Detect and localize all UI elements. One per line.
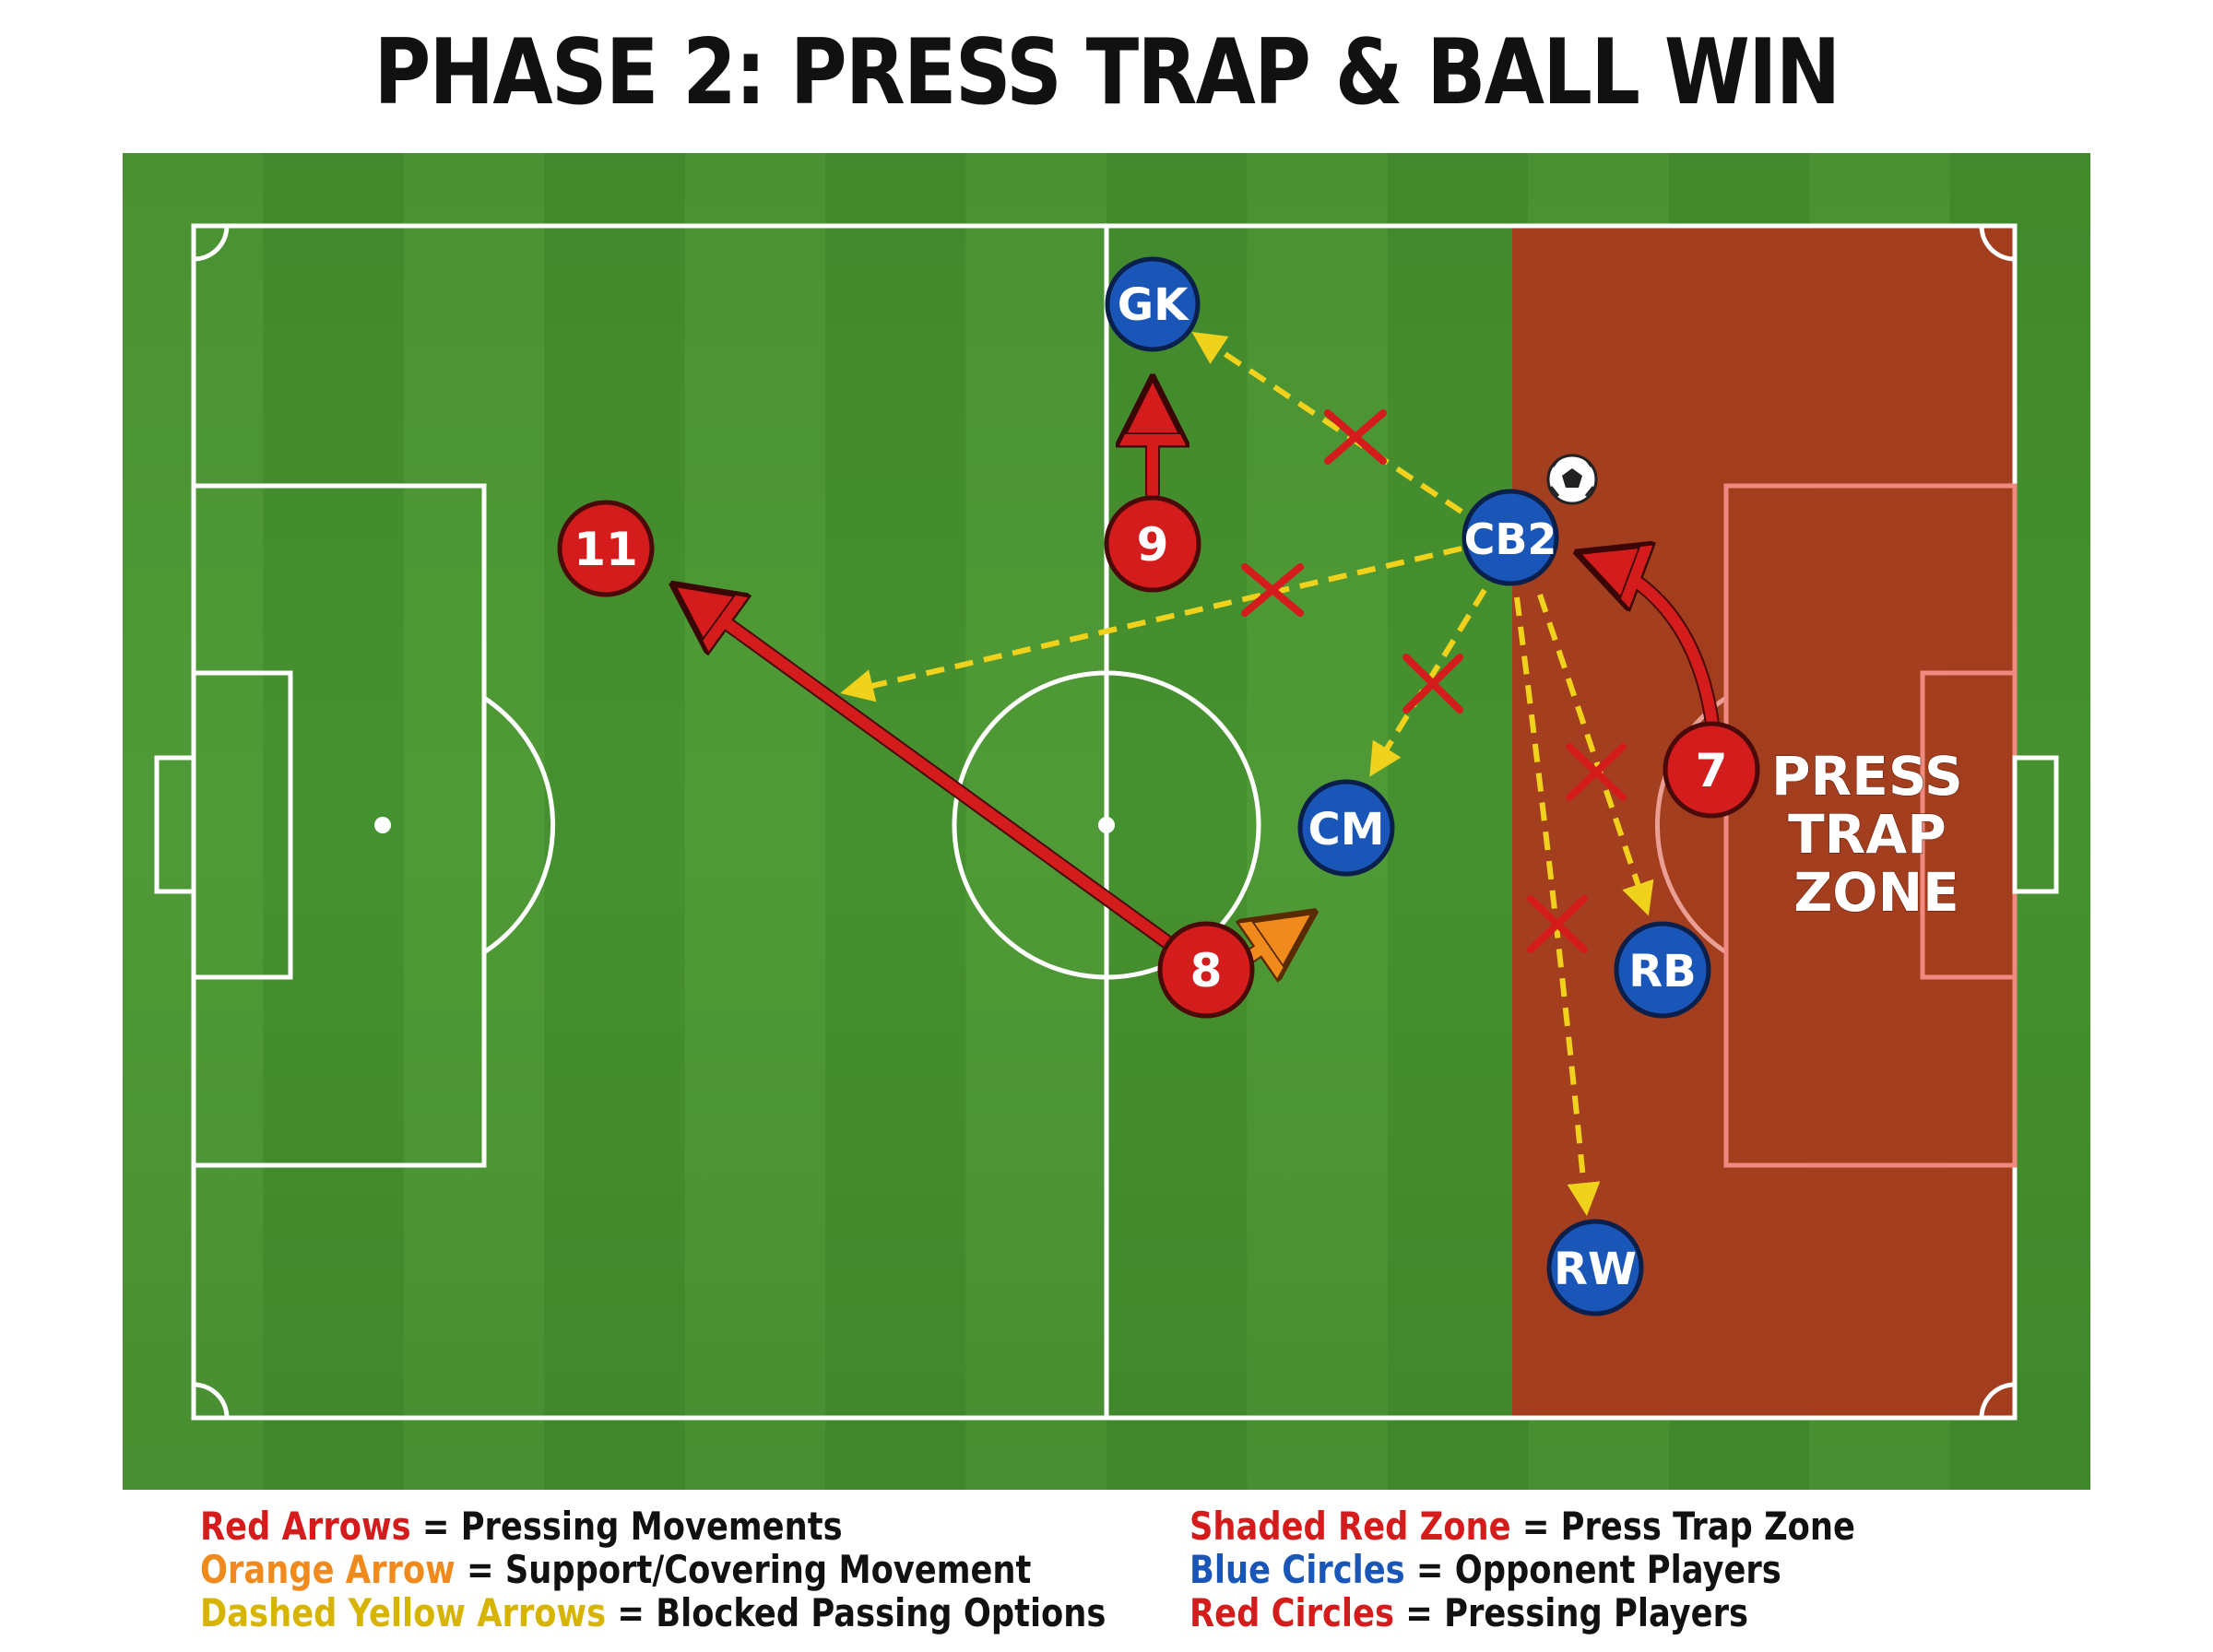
player-gk-label: GK: [1118, 279, 1189, 331]
corner-arc-bl: [193, 1382, 230, 1419]
left-penalty-arc: [482, 695, 555, 955]
legend-desc: = Blocked Passing Options: [606, 1590, 1106, 1635]
legend-left: Red Arrows = Pressing Movements Orange A…: [200, 1504, 1106, 1634]
left-penalty-spot: [374, 817, 391, 833]
player-11-label: 11: [574, 523, 638, 576]
player-11[interactable]: 11: [557, 500, 655, 597]
legend-key: Red Circles: [1189, 1590, 1394, 1635]
player-cb2[interactable]: CB2: [1462, 489, 1559, 586]
player-8-label: 8: [1190, 944, 1223, 997]
ball-icon: [1546, 454, 1598, 505]
support-movement: [1247, 922, 1300, 959]
player-rb-label: RB: [1628, 946, 1697, 997]
diagram-title: PHASE 2: PRESS TRAP & BALL WIN: [373, 20, 1840, 125]
corner-arc-tl: [193, 225, 230, 262]
legend-blue-circles: Blue Circles = Opponent Players: [1189, 1548, 1855, 1591]
pressing-movements: [687, 395, 1721, 952]
corner-arc-br: [1979, 1382, 2016, 1419]
player-8[interactable]: 8: [1157, 921, 1255, 1019]
legend-desc: = Opponent Players: [1404, 1547, 1781, 1592]
player-7-label: 7: [1696, 744, 1728, 797]
pitch: [123, 153, 2090, 1490]
corner-arc-tr: [1979, 225, 2016, 262]
player-cb2-label: CB2: [1464, 514, 1557, 564]
right-goal: [2012, 755, 2059, 894]
player-7[interactable]: 7: [1663, 721, 1760, 819]
press-trap-zone: [1512, 226, 2015, 1418]
player-gk[interactable]: GK: [1105, 256, 1201, 352]
legend-desc: = Press Trap Zone: [1510, 1504, 1855, 1549]
press-trap-zone-label: PRESS TRAP ZONE: [1771, 745, 1982, 924]
blocked-marks: [1241, 409, 1627, 953]
player-9[interactable]: 9: [1104, 495, 1201, 593]
blocked-pass-to-gk: [1191, 332, 1463, 514]
blocked-pass-to-rw: [1514, 596, 1601, 1216]
blocked-pass-to-left: [840, 546, 1462, 702]
zone-label-line-2: TRAP: [1788, 803, 1947, 866]
zone-markings: [1723, 483, 2059, 1168]
player-cm[interactable]: CM: [1297, 779, 1395, 877]
press-run-7-to-cb2: [1593, 559, 1721, 738]
legend-red-arrows: Red Arrows = Pressing Movements: [200, 1504, 1106, 1548]
blocked-x-icon: [1241, 563, 1304, 617]
legend-key: Shaded Red Zone: [1189, 1504, 1511, 1549]
centre-circle: [952, 670, 1261, 980]
blocked-x-icon: [1402, 654, 1463, 714]
player-rb[interactable]: RB: [1614, 921, 1711, 1019]
legend-key: Orange Arrow: [200, 1547, 456, 1592]
legend-desc: = Pressing Players: [1393, 1590, 1749, 1635]
opponent-players: GK CB2 CM RB RW: [1105, 256, 1711, 1316]
legend-key: Dashed Yellow Arrows: [200, 1590, 607, 1635]
centre-spot: [1098, 817, 1115, 833]
legend-red-zone: Shaded Red Zone = Press Trap Zone: [1189, 1504, 1855, 1548]
blocked-x-icon: [1566, 743, 1627, 801]
legend-desc: = Pressing Movements: [410, 1504, 843, 1549]
legend-yellow-arrows: Dashed Yellow Arrows = Blocked Passing O…: [200, 1591, 1106, 1634]
pressing-players: 11 9 8 7: [557, 495, 1760, 1019]
legend-right: Shaded Red Zone = Press Trap Zone Blue C…: [1189, 1504, 1855, 1634]
legend-red-circles: Red Circles = Pressing Players: [1189, 1591, 1855, 1634]
blocked-x-icon: [1527, 895, 1588, 953]
player-rw[interactable]: RW: [1546, 1219, 1644, 1316]
legend-desc: = Support/Covering Movement: [455, 1547, 1032, 1592]
legend-key: Blue Circles: [1189, 1547, 1405, 1592]
player-cm-label: CM: [1308, 804, 1385, 856]
legend-orange-arrow: Orange Arrow = Support/Covering Movement: [200, 1548, 1106, 1591]
left-goal: [154, 755, 196, 894]
player-rw-label: RW: [1554, 1244, 1637, 1295]
player-9-label: 9: [1137, 518, 1169, 572]
press-run-8-to-11: [687, 595, 1178, 952]
blocked-x-icon: [1324, 409, 1387, 465]
zone-label-line-3: ZONE: [1793, 861, 1959, 924]
blocked-pass-to-rb: [1537, 594, 1654, 916]
legend-key: Red Arrows: [200, 1504, 411, 1549]
zone-label-line-1: PRESS: [1771, 745, 1963, 808]
